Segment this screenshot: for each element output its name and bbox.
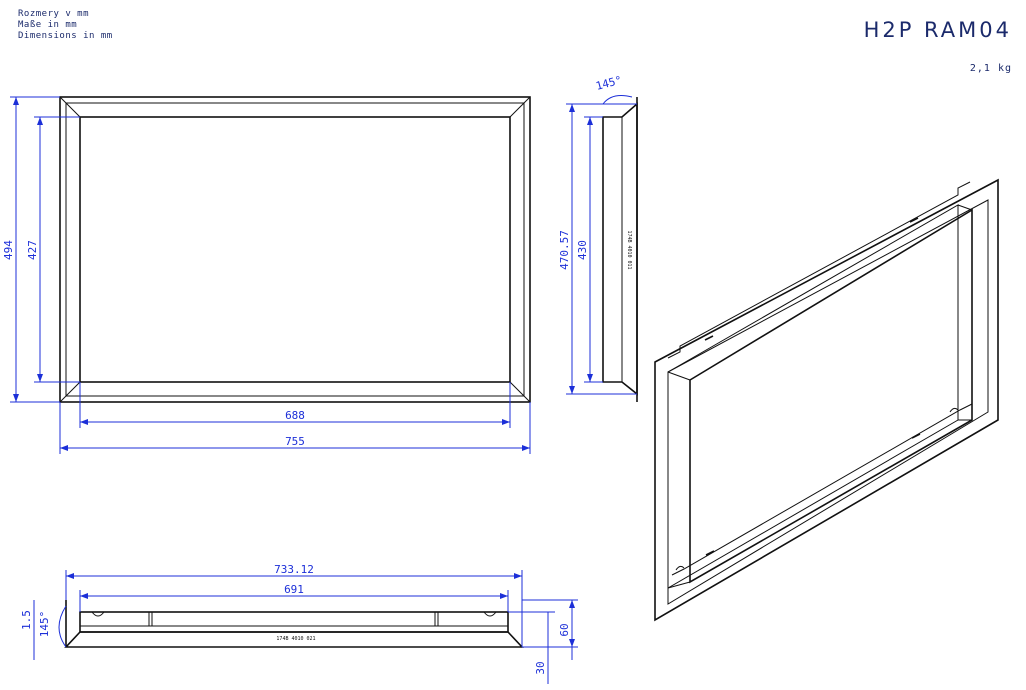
iso-top-lip (667, 181, 971, 359)
angle-arc (58, 605, 67, 648)
dim-bottom-outer: 733.12 (274, 563, 314, 576)
units-note-cz: Rozmery v mm (18, 9, 90, 19)
iso-depth-edge (667, 581, 691, 589)
bottom-slot (434, 611, 439, 627)
dim-side-outer-height: 470.57 (558, 230, 571, 270)
bottom-notch (91, 611, 105, 617)
side-view: 174B 4010 011 145° 470.57 430 (558, 73, 638, 402)
iso-notch (675, 565, 685, 571)
frame-corner-line (509, 96, 531, 118)
iso-slot (704, 335, 714, 341)
iso-notch (949, 407, 959, 413)
angle-arc (602, 95, 633, 105)
dim-inner-width: 688 (285, 409, 305, 422)
units-note-en: Dimensions in mm (18, 31, 113, 41)
frame-outer-edge (59, 96, 531, 403)
frame-corner-line (509, 381, 531, 403)
side-part-number: 174B 4010 011 (626, 230, 632, 269)
dim-bottom-thickness: 1.5 (20, 610, 33, 630)
weight-label: 2,1 kg (969, 63, 1012, 74)
frame-corner-line (59, 381, 81, 403)
units-note: Rozmery v mm Maße in mm Dimensions in mm (18, 9, 113, 42)
product-code: H2P RAM04 (863, 18, 1012, 42)
iso-bottom-lip (671, 403, 973, 576)
bottom-view: 174B 4010 021 733.12 691 145° 1.5 60 30 (20, 563, 578, 684)
dim-side-angle: 145° (594, 73, 623, 92)
units-note-de: Maße in mm (18, 20, 78, 30)
dim-bottom-flange: 30 (534, 661, 547, 674)
dim-outer-height: 494 (2, 240, 15, 260)
iso-frame-bevel (667, 199, 989, 605)
frame-bevel-edge (65, 102, 525, 397)
iso-depth-edge (667, 371, 691, 381)
iso-slot (909, 217, 919, 223)
iso-slot (911, 433, 921, 439)
iso-frame-outer (654, 178, 999, 622)
frame-inner-opening (79, 116, 511, 383)
dim-side-inner-height: 430 (576, 240, 589, 260)
iso-slot (705, 550, 715, 556)
bottom-slot (148, 611, 153, 627)
bottom-notch (483, 611, 497, 617)
dim-bottom-angle: 145° (38, 611, 51, 638)
dim-bottom-inner: 691 (284, 583, 304, 596)
front-view: 688 755 494 427 (2, 96, 531, 454)
isometric-view (654, 178, 999, 622)
iso-opening (689, 208, 973, 584)
dim-bottom-depth: 60 (558, 623, 571, 636)
frame-corner-line (59, 96, 81, 118)
bottom-part-number: 174B 4010 021 (276, 636, 315, 642)
dim-outer-width: 755 (285, 435, 305, 448)
dim-inner-height: 427 (26, 240, 39, 260)
bottom-profile-body (79, 611, 509, 633)
iso-depth-edge (957, 204, 973, 211)
iso-box-back (667, 204, 959, 589)
